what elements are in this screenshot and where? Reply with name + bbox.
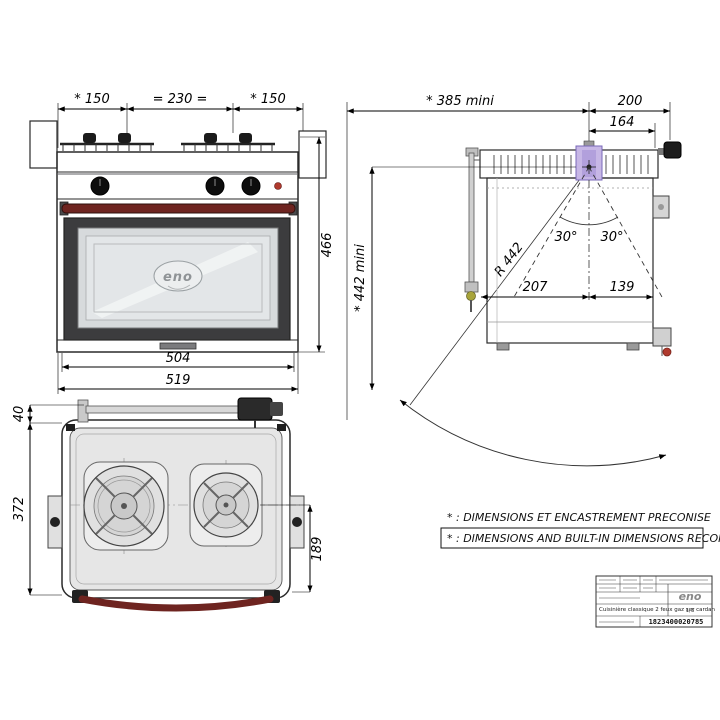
burner-top-right [189, 463, 263, 547]
fine-print-lines [599, 579, 708, 623]
dim-angle-left: 30° [554, 230, 577, 245]
title-block-page: 1/3 [686, 608, 695, 614]
hinge-pin-icon [50, 517, 60, 527]
gimbal-pivot [575, 140, 603, 181]
foot [626, 342, 640, 351]
top-view-dimensions: 40 372 189 [12, 404, 325, 596]
side-view: R 442 * 385 mini 200 164 [346, 94, 682, 467]
base-vent [159, 342, 197, 350]
regulator-block [237, 397, 273, 421]
dim-519: 519 [166, 373, 191, 388]
swing-arc [399, 399, 667, 467]
dim-angle-right: 30° [600, 230, 623, 245]
oven-handle [61, 203, 296, 214]
side-grate-ticks [493, 155, 649, 174]
gas-fitting-icon [466, 291, 476, 301]
control-panel [56, 171, 299, 200]
brand-logo: eno [163, 270, 193, 285]
hinge-pin-icon [292, 517, 302, 527]
dim-150-left: * 150 [74, 92, 109, 107]
dim-230-center: = 230 = [153, 92, 208, 107]
note-english: * : DIMENSIONS AND BUILT-IN DIMENSIONS R… [447, 532, 720, 545]
burner-top-left [83, 461, 169, 551]
dim-372: 372 [12, 497, 27, 522]
top-view: 40 372 189 [12, 397, 325, 612]
side-top-dimensions: * 385 mini 200 164 [346, 94, 671, 420]
logo-swirl-icon [167, 284, 191, 290]
valve-stem [658, 148, 665, 155]
note-french: * : DIMENSIONS ET ENCASTREMENT PRECONISE [447, 511, 711, 524]
rear-foot-bracket [652, 327, 672, 347]
side-swing-clearance-dimension: * 442 mini [353, 166, 576, 390]
top-gas-plumbing [77, 397, 283, 428]
dim-207: 207 [523, 280, 549, 295]
front-handle-top-view [78, 595, 274, 612]
foot [496, 342, 510, 351]
side-depth-dimensions: 207 139 [481, 280, 653, 300]
gimbal-bracket-left [29, 120, 58, 169]
title-block-doc-number: 1823400020785 [649, 618, 704, 626]
note-box [440, 527, 704, 549]
front-view: * 150 = 230 = * 150 [29, 92, 335, 394]
igniter-button-icon [274, 182, 282, 190]
front-bottom-dimensions: 504 519 [57, 351, 299, 394]
bracket-pin-icon [658, 204, 664, 210]
dim-504: 504 [166, 351, 191, 366]
cooker-front-body: eno [56, 133, 299, 353]
burner-front-right [181, 133, 275, 151]
dim-139: 139 [610, 280, 635, 295]
valve-knob-icon [663, 141, 682, 159]
title-block: eno Cuisinière classique 2 feux gaz sur … [595, 575, 716, 628]
title-block-brand: eno [679, 590, 702, 603]
lock-screw-icon [662, 347, 672, 357]
dim-466: 466 [320, 233, 335, 258]
burner-front-left [60, 133, 154, 151]
dim-385-mini: * 385 mini [426, 94, 494, 109]
title-block-description: Cuisinière classique 2 feux gaz sur card… [599, 606, 716, 613]
front-top-dimension: * 150 = 230 = * 150 [57, 92, 304, 148]
oven-door: eno [63, 217, 291, 341]
swing-angle-construction: 30° 30° [513, 166, 663, 302]
dim-164: 164 [610, 115, 635, 130]
radius-line [409, 166, 590, 406]
gimbal-bracket-right [298, 130, 327, 179]
dim-200: 200 [618, 94, 643, 109]
dim-40: 40 [12, 406, 27, 423]
logo-badge [153, 260, 203, 292]
corner-clip [66, 424, 75, 431]
notes: * : DIMENSIONS ET ENCASTREMENT PRECONISE… [440, 511, 720, 549]
dim-442-mini: * 442 mini [353, 244, 368, 312]
dim-150-right: * 150 [250, 92, 285, 107]
corner-clip [277, 424, 286, 431]
front-height-dimension: 466 [299, 136, 335, 353]
cooker-side-body [464, 140, 682, 357]
gas-pipe [464, 147, 480, 312]
regulator-outlet [270, 402, 283, 416]
dim-189: 189 [310, 537, 325, 562]
